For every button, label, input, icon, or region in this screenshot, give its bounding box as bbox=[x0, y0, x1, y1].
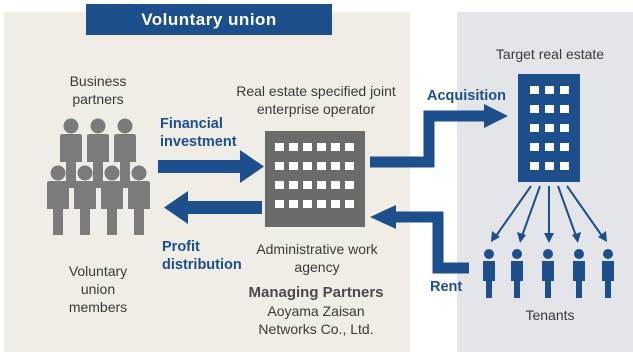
building-window bbox=[303, 143, 312, 151]
building-window bbox=[303, 162, 312, 170]
operator-label: Real estate specified joint enterprise o… bbox=[236, 83, 396, 117]
building-window bbox=[317, 181, 326, 189]
operator-building-icon bbox=[265, 131, 365, 227]
building-window bbox=[275, 200, 284, 208]
profit-distribution-arrow bbox=[164, 191, 262, 224]
acquisition-arrow bbox=[370, 104, 508, 168]
building-window bbox=[317, 143, 326, 151]
target-building-icon bbox=[518, 74, 580, 182]
building-window bbox=[560, 162, 569, 170]
building-window bbox=[345, 200, 354, 208]
rent-arrow bbox=[370, 205, 469, 274]
profit-distribution-label: Profit distribution bbox=[162, 239, 242, 273]
building-window bbox=[530, 162, 539, 170]
managing-partners-label: Managing Partners Aoyama Zaisan Networks… bbox=[248, 284, 384, 337]
building-window bbox=[331, 181, 340, 189]
building-window bbox=[530, 124, 539, 132]
building-window bbox=[560, 124, 569, 132]
building-window bbox=[545, 86, 554, 94]
building-window bbox=[317, 162, 326, 170]
building-window bbox=[545, 105, 554, 113]
building-window bbox=[289, 162, 298, 170]
rent-label: Rent bbox=[430, 279, 463, 295]
building-window bbox=[560, 143, 569, 151]
building-window bbox=[545, 124, 554, 132]
tenants-icon bbox=[483, 249, 614, 298]
building-window bbox=[345, 143, 354, 151]
building-window bbox=[530, 86, 539, 94]
voluntary-union-title: Voluntary union bbox=[86, 4, 332, 35]
building-window bbox=[289, 181, 298, 189]
agency-label: Administrative work agency bbox=[256, 241, 378, 275]
acquisition-label: Acquisition bbox=[427, 88, 506, 104]
building-window bbox=[289, 200, 298, 208]
building-window bbox=[530, 105, 539, 113]
tenants-label: Tenants bbox=[525, 307, 575, 323]
building-window bbox=[275, 181, 284, 189]
building-window bbox=[331, 143, 340, 151]
business-partners-icon bbox=[60, 118, 136, 188]
building-window bbox=[303, 200, 312, 208]
building-window bbox=[560, 105, 569, 113]
tenant-fan-arrows bbox=[491, 185, 607, 243]
building-window bbox=[317, 200, 326, 208]
target-real-estate-label: Target real estate bbox=[495, 46, 605, 62]
financial-investment-arrow bbox=[158, 150, 264, 183]
building-window bbox=[560, 86, 569, 94]
building-window bbox=[545, 143, 554, 151]
building-window bbox=[289, 143, 298, 151]
building-window bbox=[530, 143, 539, 151]
building-window bbox=[331, 162, 340, 170]
financial-investment-label: Financial investment bbox=[160, 116, 237, 150]
union-members-label: Voluntary union members bbox=[68, 263, 128, 315]
building-window bbox=[345, 181, 354, 189]
building-window bbox=[545, 162, 554, 170]
building-window bbox=[275, 162, 284, 170]
building-window bbox=[345, 162, 354, 170]
building-window bbox=[331, 200, 340, 208]
business-partners-label: Business partners bbox=[69, 73, 127, 107]
building-window bbox=[275, 143, 284, 151]
building-window bbox=[303, 181, 312, 189]
